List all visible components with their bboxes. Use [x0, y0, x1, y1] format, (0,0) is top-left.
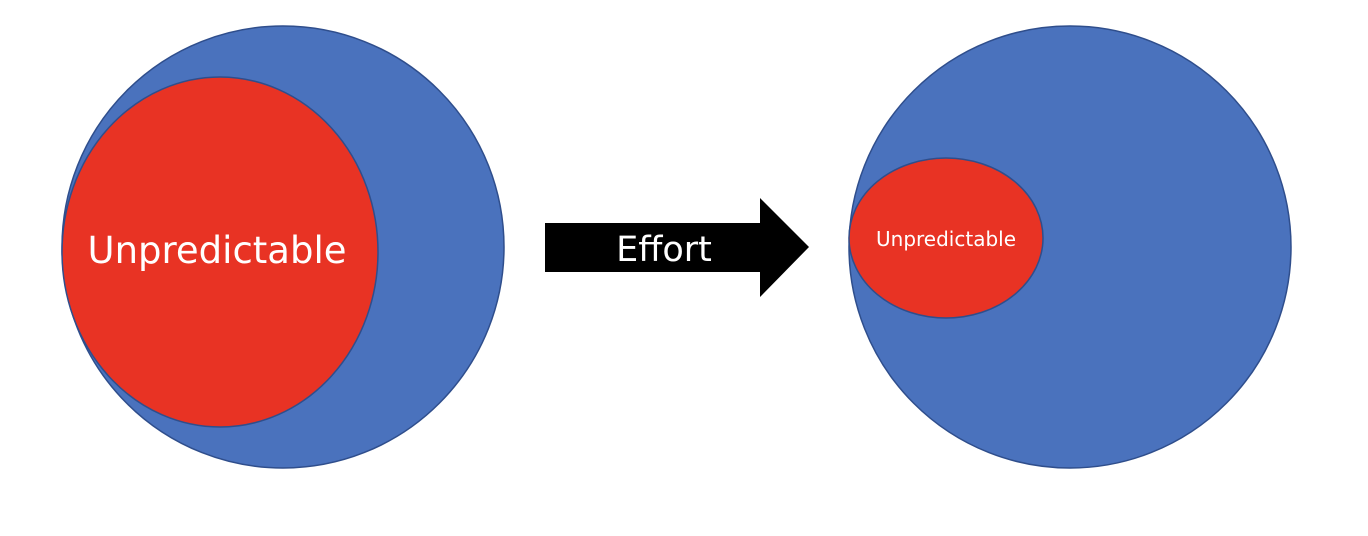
- right-diagram: Unpredictable: [848, 25, 1292, 469]
- arrow-shape: [545, 198, 809, 297]
- right-unpredictable-label: Unpredictable: [876, 227, 1016, 251]
- effort-label: Effort: [616, 230, 712, 270]
- left-unpredictable-label: Unpredictable: [88, 229, 347, 272]
- right-unpredictable-circle: [848, 157, 1044, 319]
- effort-arrow: Effort: [545, 198, 809, 297]
- left-diagram: Unpredictable: [61, 25, 505, 469]
- left-unpredictable-circle: [61, 76, 379, 428]
